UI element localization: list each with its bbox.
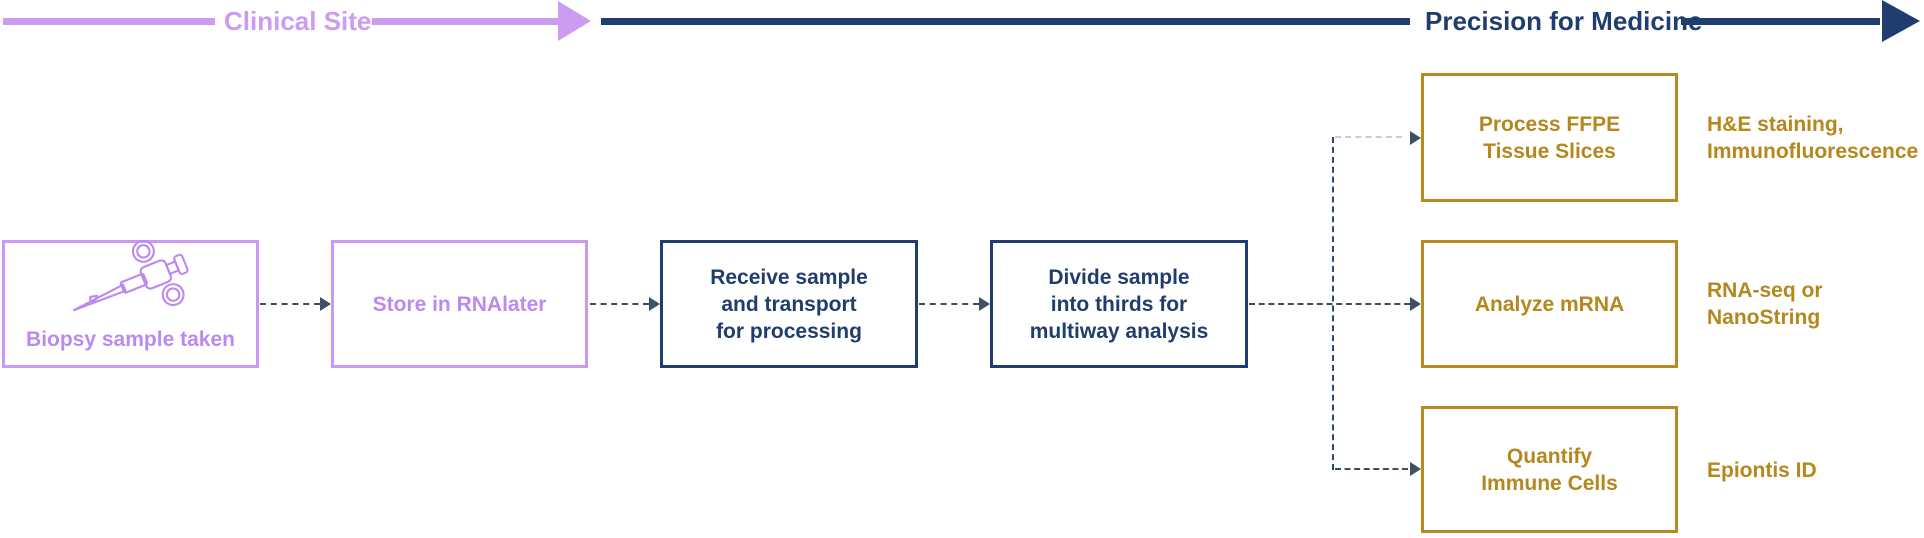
branch-caption-immune: Epiontis ID [1707,457,1817,484]
branch-box-ffpe: Process FFPE Tissue Slices [1421,73,1678,202]
caption-line: H&E staining, [1707,113,1844,136]
branch-trunk-line [1332,137,1334,470]
step-label-line: Divide sample [1048,265,1190,289]
caption-line: NanoString [1707,306,1821,329]
branch-label-line: Tissue Slices [1483,139,1616,163]
precision-arrow-line [601,18,1410,25]
biopsy-device-icon [62,239,200,321]
branch-label-line: Process FFPE [1478,112,1621,136]
connector-line [590,303,649,305]
connector-line-light [1335,136,1402,138]
step-label: Store in RNAlater [372,292,547,316]
branch-box-mrna: Analyze mRNA [1421,240,1678,368]
precision-arrow-line [1681,18,1880,25]
step-label-line: multiway analysis [1029,319,1209,343]
clinical-site-label: Clinical Site [224,6,372,36]
connector-arrowhead-icon [320,297,331,311]
caption-line: RNA-seq or [1707,279,1823,302]
clinical-site-arrow-line [3,18,215,25]
branch-caption-mrna: RNA-seq or NanoString [1707,277,1823,331]
step-label-line: Receive sample [710,265,868,289]
precision-label: Precision for Medicine [1425,6,1703,36]
clinical-site-arrowhead-icon [558,1,591,41]
connector-line [260,303,320,305]
precision-arrowhead-icon [1882,0,1920,42]
connector-arrowhead-icon [1410,131,1421,145]
connector-arrowhead-icon [1410,462,1421,476]
step-box-biopsy: Biopsy sample taken [2,239,259,368]
branch-label-line: Immune Cells [1481,471,1618,495]
step-box-store: Store in RNAlater [331,240,588,368]
step-box-divide: Divide sample into thirds for multiway a… [990,240,1248,368]
step-box-receive: Receive sample and transport for process… [660,240,918,368]
branch-label-line: Quantify [1506,444,1593,468]
step-label-line: for processing [716,319,862,343]
branch-caption-ffpe: H&E staining, Immunofluorescence [1707,111,1918,165]
connector-line [919,303,979,305]
caption-line: Epiontis ID [1707,459,1817,482]
connector-arrowhead-icon [979,297,990,311]
connector-line [1249,303,1410,305]
caption-line: Immunofluorescence [1707,140,1919,163]
connector-arrowhead-icon [649,297,660,311]
branch-box-immune: Quantify Immune Cells [1421,406,1678,533]
step-label-line: and transport [721,292,857,316]
step-label: Biopsy sample taken [26,328,235,351]
connector-arrowhead-icon [1410,297,1421,311]
connector-line [1335,468,1408,470]
branch-label: Analyze mRNA [1474,292,1625,316]
clinical-site-arrow-line [372,18,558,25]
step-label-line: into thirds for [1050,292,1188,316]
